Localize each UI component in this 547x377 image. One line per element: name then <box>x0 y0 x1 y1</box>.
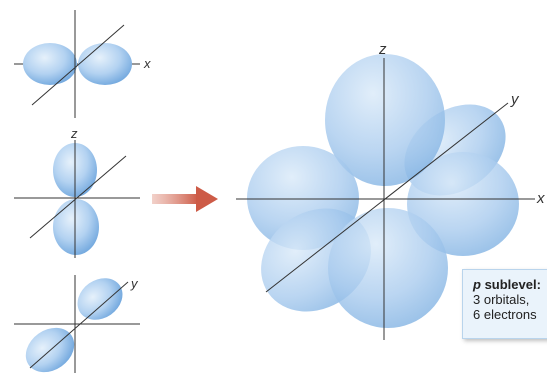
px-lobe-left <box>23 43 77 85</box>
combine-arrow <box>152 186 218 212</box>
p-sublevel-diagram: z y x <box>236 41 545 340</box>
px-lobe-right <box>78 43 132 85</box>
pz-lobe-top <box>325 54 445 186</box>
y-axis <box>29 155 127 239</box>
py-lobe-front <box>25 327 75 373</box>
axis-label-y: y <box>510 91 520 108</box>
pz-lobe-bottom <box>53 199 99 255</box>
axis-label-x: x <box>143 56 151 71</box>
y-axis <box>265 102 509 293</box>
info-title-rest: sublevel: <box>480 277 541 292</box>
axis-label-x: x <box>536 190 545 207</box>
info-title: p sublevel: <box>473 277 547 292</box>
info-line-electrons: 6 electrons <box>473 307 537 322</box>
px-lobe-right <box>407 152 519 256</box>
axis-label-z: z <box>70 126 78 141</box>
y-axis <box>31 24 125 106</box>
px-orbital-diagram: x <box>14 10 151 118</box>
info-box: p sublevel: 3 orbitals, 6 electrons <box>462 269 547 339</box>
info-title-italic: p <box>473 277 481 292</box>
axis-label-z: z <box>378 41 387 58</box>
arrow-shaft <box>152 194 198 204</box>
py-orbital-diagram: y <box>14 275 140 373</box>
axis-label-y: y <box>130 276 139 291</box>
arrow-head <box>196 186 218 212</box>
y-axis <box>29 281 129 369</box>
pz-orbital-diagram: z <box>14 126 140 258</box>
info-line-orbitals: 3 orbitals, <box>473 292 530 307</box>
pz-lobe-bottom <box>328 208 448 328</box>
py-lobe-back <box>77 278 123 320</box>
